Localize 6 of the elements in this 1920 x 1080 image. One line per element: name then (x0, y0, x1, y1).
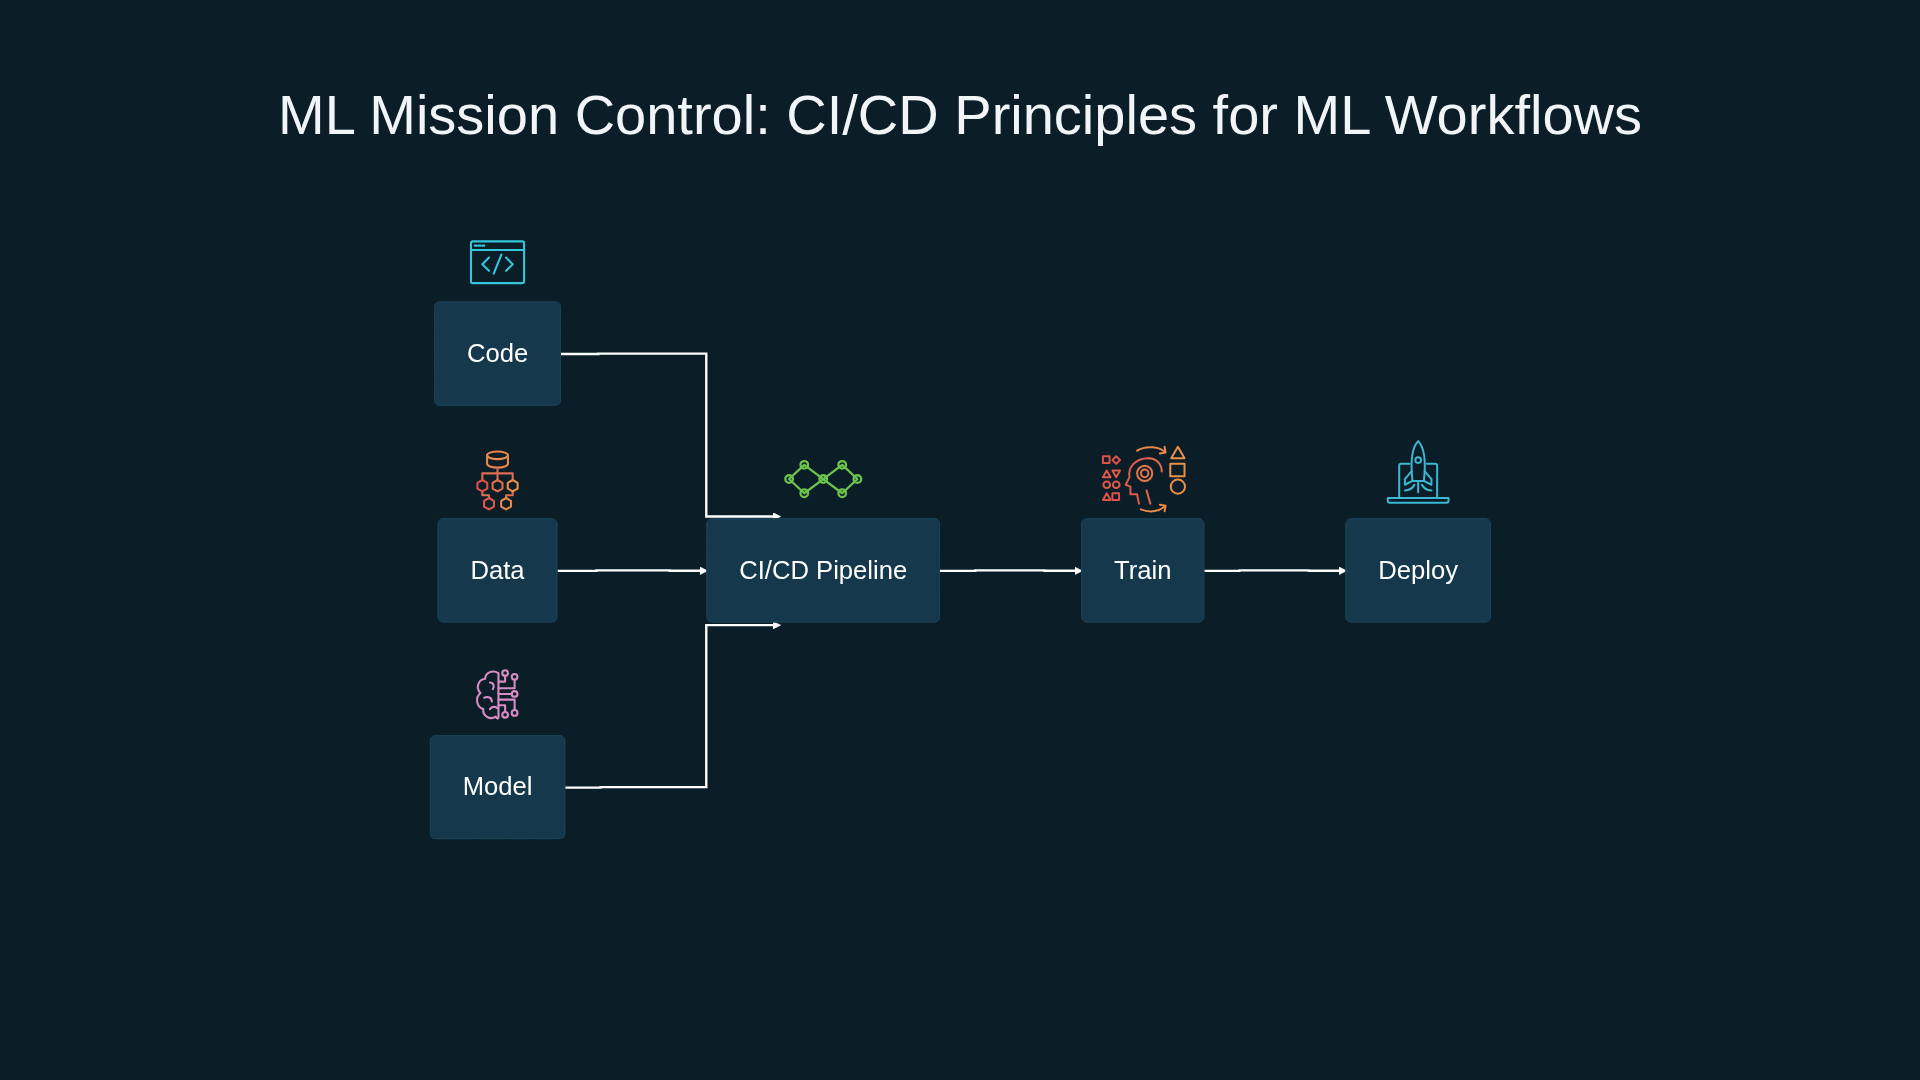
arrow (939, 566, 1083, 575)
arrow (560, 352, 781, 521)
arrow (557, 566, 708, 575)
title: ML Mission Control: CI/CD Principles for ML Workflows (278, 82, 1642, 147)
arrow (1203, 566, 1347, 575)
arrow (564, 621, 781, 789)
